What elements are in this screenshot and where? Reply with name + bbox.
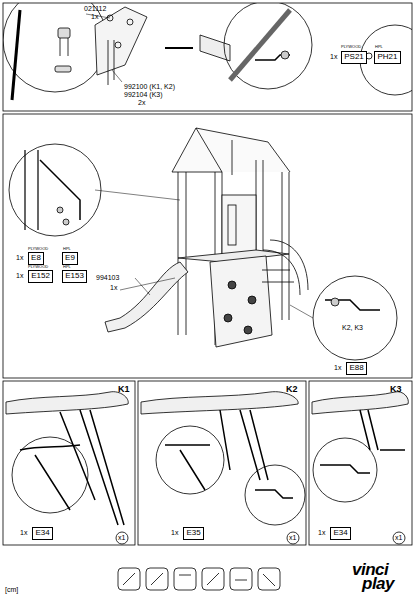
part-code-box: E153: [62, 270, 87, 283]
panel-frame: [3, 3, 412, 111]
brand-logo: vinci: [352, 562, 388, 577]
callout-label: 992104 (K3): [124, 91, 163, 99]
callout-label: 1x: [16, 272, 23, 280]
part-code-box: E152: [28, 270, 53, 283]
panel-frame: [309, 381, 412, 545]
part-code-box: E9: [62, 252, 78, 265]
slide-end-k2: [141, 392, 305, 544]
part-code-box: PS21: [341, 51, 367, 64]
tool-icons: [118, 568, 280, 590]
part-code-box: E34: [330, 527, 351, 540]
callout-label: 1x: [110, 284, 117, 292]
part-code: E34: [331, 528, 350, 538]
callout-label: x1: [395, 534, 402, 542]
callout-label: 1x: [171, 529, 178, 537]
detail-views: [3, 3, 412, 100]
callout-label: 021112: [84, 5, 106, 13]
playground-tower: [9, 128, 397, 360]
callout-label: 1x: [318, 529, 325, 537]
panel-frame: [138, 381, 306, 545]
panel-label: K2: [286, 385, 298, 393]
part-code: PH21: [375, 52, 400, 62]
part-code: E88: [347, 363, 366, 373]
part-code: E34: [33, 528, 52, 538]
panel-label: K3: [390, 385, 402, 393]
part-code: PS21: [342, 52, 366, 62]
part-code-box: E34: [32, 527, 53, 540]
part-code-box: E88: [346, 362, 367, 375]
callout-label: PLYWOOD: [341, 44, 361, 49]
callout-label: HPL: [375, 44, 383, 49]
panel-label: K1: [118, 385, 130, 393]
slide-end-k3: [312, 392, 408, 544]
part-code-box: E35: [183, 527, 204, 540]
callout-label: x1: [118, 534, 125, 542]
panel-frame: [3, 381, 135, 545]
part-code-box: PH21: [374, 51, 401, 64]
part-code-box: E8: [28, 252, 44, 265]
callout-label: 1x: [16, 254, 23, 262]
part-code: E35: [184, 528, 203, 538]
part-code: E152: [29, 271, 52, 281]
callout-label: x1: [289, 534, 296, 542]
callout-label: 994103: [96, 274, 119, 282]
part-code: E9: [63, 253, 77, 263]
callout-label: 1x: [20, 529, 27, 537]
brand-logo: play: [362, 576, 394, 591]
callout-label: 1x: [91, 13, 98, 21]
callout-label: 2x: [138, 99, 145, 107]
slide-end-k1: [6, 392, 128, 544]
callout-label: HPL: [63, 246, 71, 251]
callout-label: 1x: [330, 53, 337, 61]
callout-label: K2, K3: [342, 324, 363, 332]
panel-frame: [3, 114, 412, 378]
callout-label: 1x: [334, 364, 341, 372]
callout-label: PLYWOOD: [28, 246, 48, 251]
callout-label: [cm]: [5, 586, 18, 594]
callout-label: 992100 (K1, K2): [124, 83, 175, 91]
callout-label: PLYWOOD: [28, 264, 48, 269]
part-code: E8: [29, 253, 43, 263]
callout-label: HPL: [63, 264, 71, 269]
part-code: E153: [63, 271, 86, 281]
